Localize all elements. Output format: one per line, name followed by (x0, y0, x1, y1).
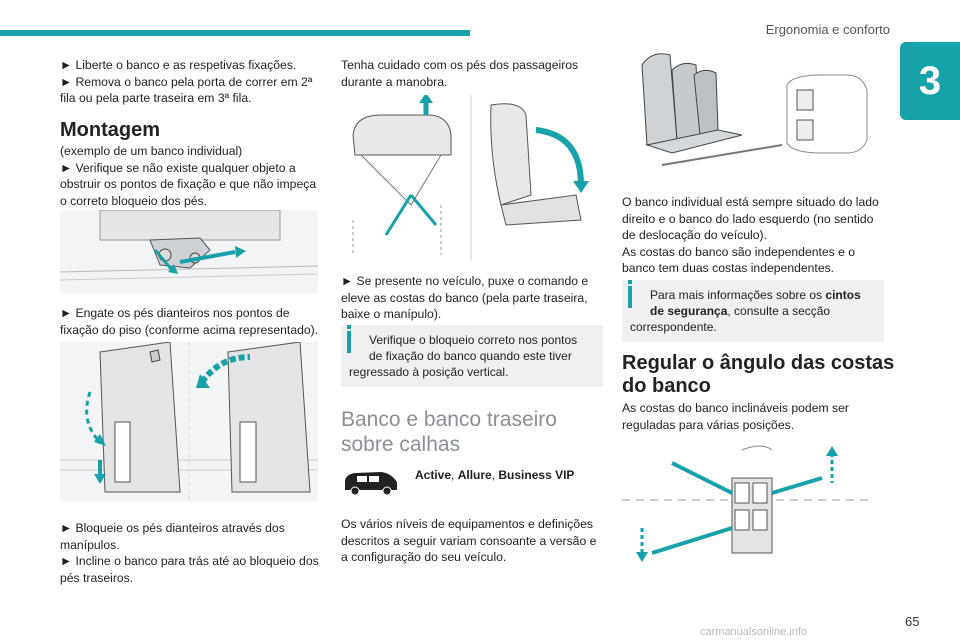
text-line: As costas do banco são independentes e o (622, 244, 856, 259)
text-line: ► Verifique se não existe qualquer objet… (60, 160, 296, 175)
text-line: ► Incline o banco para trás até ao bloqu… (60, 554, 319, 568)
text-line: regressado à posição vertical. (349, 365, 509, 379)
column-1-p4: ► Bloqueie os pés dianteiros através dos… (60, 520, 330, 586)
text-line: o correto bloqueio dos pés. (60, 193, 208, 208)
text-line: baixe o manípulo). (341, 307, 442, 321)
figure-backrest-angle (622, 438, 874, 570)
text-line: direito e o banco do lado esquerdo (no s… (622, 211, 874, 226)
text-line: ► Remova o banco pela porta de correr em… (60, 74, 313, 89)
page-number: 65 (905, 614, 920, 629)
text-line: manípulos. (60, 537, 120, 552)
column-1-p3: ► Engate os pés dianteiros nos pontos de… (60, 305, 330, 338)
text-line: ► Bloqueie os pés dianteiros através dos (60, 521, 285, 535)
column-2-p2: ► Se presente no veículo, puxe o comando… (341, 273, 611, 323)
text-line: correspondente. (630, 320, 717, 334)
versions-label: Active, Allure, Business VIP (415, 468, 574, 482)
column-3-p1: O banco individual está sempre situado d… (622, 194, 882, 277)
text-line: durante a manobra. (341, 74, 448, 89)
figure-floor-anchors (60, 210, 318, 294)
text-line: Tenha cuidado com os pés dos passageiros (341, 58, 579, 72)
text-bold: de segurança (650, 304, 728, 318)
info-icon (347, 325, 351, 353)
column-1-p2: (exemplo de um banco individual) ► Verif… (60, 143, 330, 209)
watermark: carmanualsonline.info (700, 626, 808, 638)
figure-seat-raise (341, 95, 603, 260)
text-line: pés traseiros. (60, 570, 134, 585)
heading-line: sobre calhas (341, 433, 461, 456)
heading-line: do banco (622, 375, 711, 397)
van-icon (341, 468, 401, 498)
version-allure: Allure (457, 468, 492, 482)
chapter-tab: 3 (900, 42, 960, 120)
heading-montagem: Montagem (60, 119, 160, 141)
text-line: de segurança, consulte a secção (650, 303, 876, 319)
text-bold: cintos (825, 288, 861, 302)
text-line: reguladas para várias posições. (622, 417, 795, 432)
section-title: Ergonomia e conforto (765, 22, 890, 37)
text-line: a configuração do seu veículo. (341, 550, 507, 564)
text-line: de deslocação do veículo). (622, 228, 767, 242)
separator: , (491, 468, 499, 482)
text-line: fila ou pela parte traseira em 3ª fila. (60, 91, 252, 105)
column-2-p3: Os vários níveis de equipamentos e defin… (341, 516, 611, 566)
column-2-p1: Tenha cuidado com os pés dos passageiros… (341, 57, 611, 90)
text-line: As costas do banco inclináveis podem ser (622, 401, 849, 415)
text-line: Para mais informações sobre os cintos (650, 287, 876, 303)
text-line: descritos a seguir variam consoante a ve… (341, 533, 597, 548)
info-text: Para mais informações sobre os cintos de… (630, 287, 876, 319)
separator: , (451, 468, 458, 482)
text-span: Para mais informações sobre os (650, 288, 826, 302)
column-1: ► Liberte o banco e as respetivas fixaçõ… (60, 57, 330, 107)
figure-seat-lock (60, 342, 318, 502)
heading-line: Banco e banco traseiro (341, 408, 557, 431)
text-line: ► Se presente no veículo, puxe o comando… (341, 274, 589, 288)
info-box-belts: Para mais informações sobre os cintos de… (622, 280, 884, 342)
text-line: Os vários níveis de equipamentos e defin… (341, 517, 594, 531)
header-accent-bar (0, 30, 470, 36)
version-business: Business VIP (498, 468, 575, 482)
text-line: fixação do piso (conforme acima represen… (60, 322, 319, 337)
figure-rail-seats (622, 45, 872, 185)
text-line: de fixação do banco quando este tiver (369, 349, 572, 363)
info-icon (628, 280, 632, 308)
text-line: banco tem duas costas independentes. (622, 261, 835, 275)
version-active: Active (415, 468, 452, 482)
heading-regular-angulo: Regular o ângulo das costas do banco (622, 352, 902, 398)
text-line: ► Liberte o banco e as respetivas fixaçõ… (60, 58, 297, 72)
heading-banco-calhas: Banco e banco traseiro sobre calhas (341, 407, 557, 457)
text-line: O banco individual está sempre situado d… (622, 195, 879, 209)
info-text: Verifique o bloqueio correto nos pontos … (349, 332, 595, 364)
column-3-p2: As costas do banco inclináveis podem ser… (622, 400, 882, 433)
heading-line: Regular o ângulo das costas (622, 352, 895, 374)
text-line: obstruir os pontos de fixação e que não … (60, 177, 317, 191)
text-line: ► Engate os pés dianteiros nos pontos de (60, 306, 290, 320)
text-line: (exemplo de um banco individual) (60, 144, 243, 158)
text-span: , consulte a secção (727, 304, 831, 318)
text-line: eleve as costas do banco (pela parte tra… (341, 290, 588, 305)
text-line: Verifique o bloqueio correto nos pontos (369, 333, 578, 347)
info-box-lock: Verifique o bloqueio correto nos pontos … (341, 325, 603, 387)
